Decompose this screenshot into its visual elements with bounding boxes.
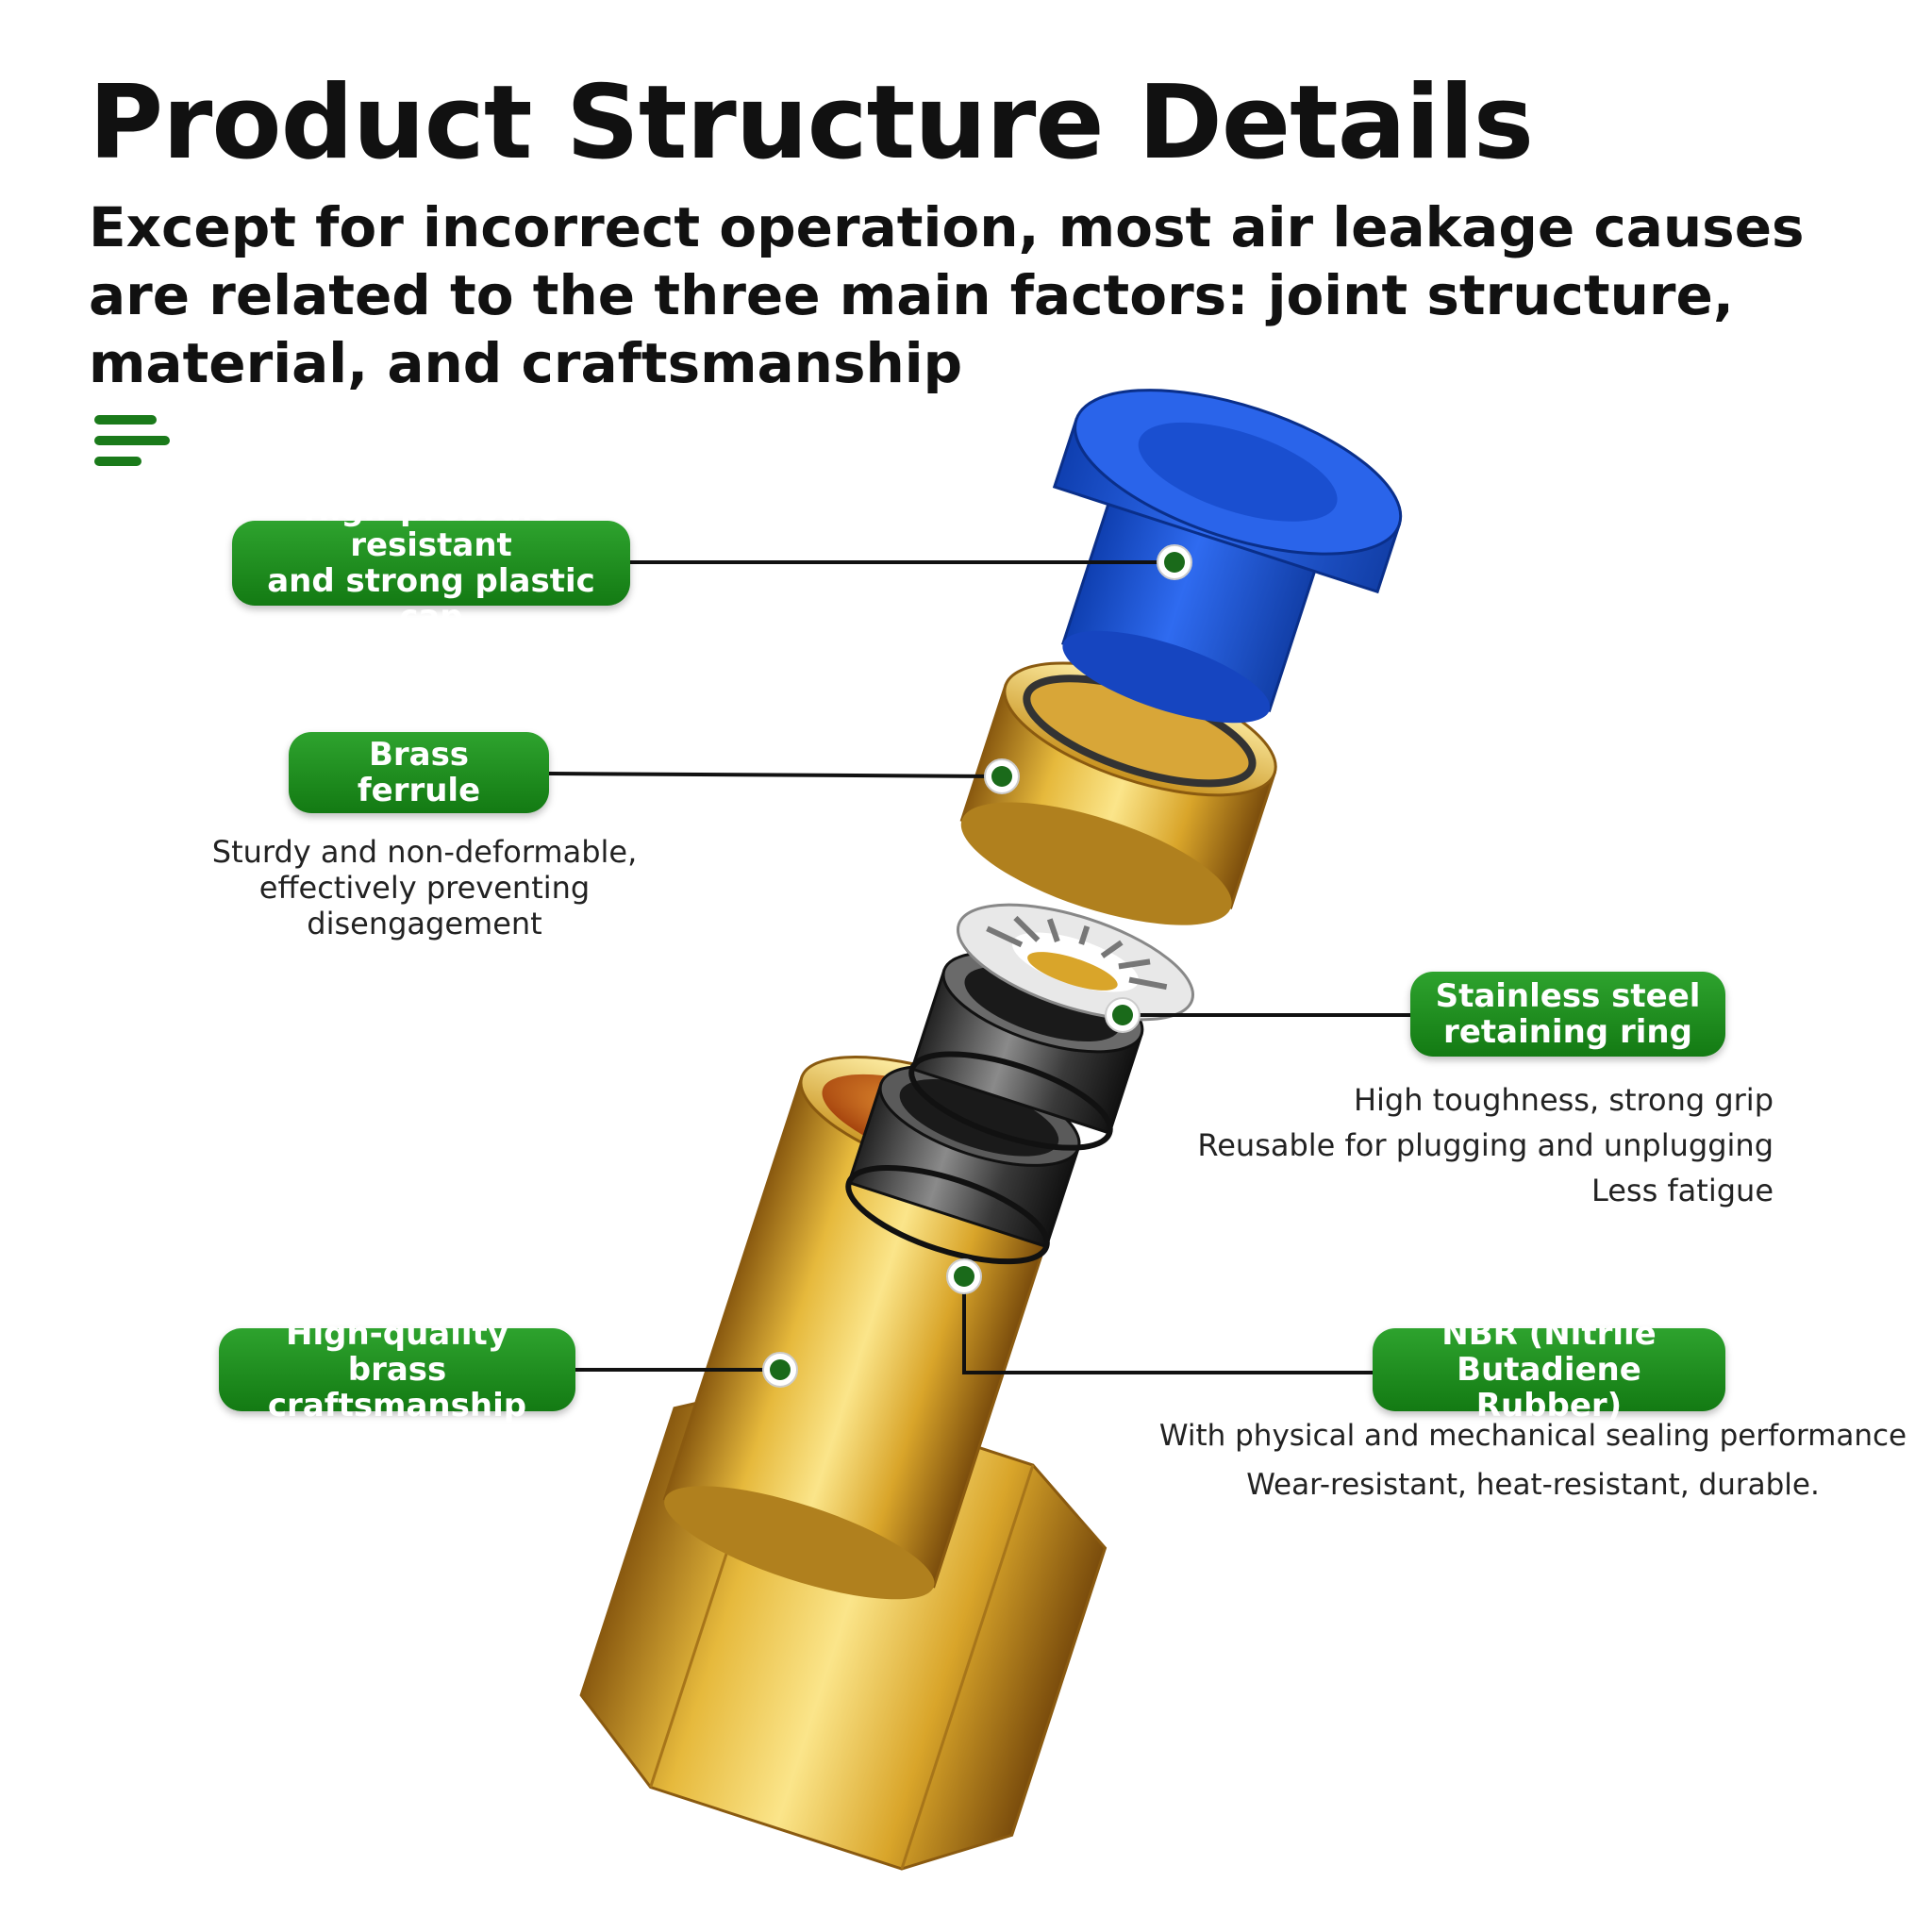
callout-label-line: High-quality brass [286,1315,508,1389]
description-line: High toughness, strong grip [1353,1082,1774,1118]
callout-label-line: craftsmanship [267,1387,527,1424]
description-line: effectively preventing [258,870,591,906]
callout-label-line: NBR (Nitrile [1441,1315,1657,1353]
page-subtitle: Except for incorrect operation, most air… [89,195,1805,395]
description-line: Wear-resistant, heat-resistant, durable. [1246,1468,1820,1502]
description-line: Sturdy and non-deformable, [211,834,638,870]
description-line: disengagement [307,906,542,941]
callout-label-line: Brass ferrule [357,736,481,809]
blue-cap [1052,389,1403,724]
callout-brass-ferrule: Brass ferrule [289,732,549,813]
menu-lines-icon [94,415,170,477]
description-nbr: With physical and mechanical sealing per… [1141,1411,1924,1509]
description-line: Reusable for plugging and unplugging [1197,1127,1774,1163]
description-line: With physical and mechanical sealing per… [1158,1419,1907,1453]
brass-ferrule [959,661,1277,925]
retaining-ring [956,903,1195,1022]
callout-brass-craftsmanship: High-quality brass craftsmanship [219,1316,575,1424]
callout-nbr: NBR (Nitrile Butadiene Rubber) [1373,1316,1725,1424]
leader-lines [548,560,1410,1374]
callout-label-line: High-pressure resistant [303,491,559,564]
anchor-dots [762,544,1192,1388]
callout-label-line: retaining ring [1443,1013,1692,1051]
callout-plastic-cap: High-pressure resistant and strong plast… [232,491,630,635]
callout-label-line: Stainless steel [1435,977,1701,1015]
callout-retaining-ring: Stainless steel retaining ring [1410,972,1725,1057]
callout-label-line: Butadiene Rubber) [1457,1351,1641,1424]
callout-label-line: and strong plastic cap [267,562,595,636]
upper-seal [908,951,1144,1151]
description-retaining-ring: High toughness, strong grip Reusable for… [1132,1077,1774,1213]
description-brass-ferrule: Sturdy and non-deformable, effectively p… [198,834,651,941]
page-title: Product Structure Details [89,64,1534,182]
description-line: Less fatigue [1591,1173,1774,1208]
